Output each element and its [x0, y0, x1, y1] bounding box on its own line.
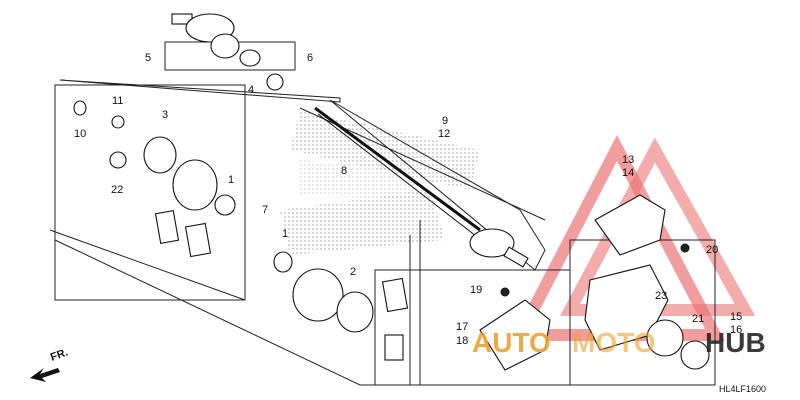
callout-12: 12 [438, 128, 450, 140]
boot-kit-right [273, 251, 409, 361]
callout-1b: 1 [282, 228, 288, 240]
callout-7: 7 [262, 204, 268, 216]
callout-19: 19 [470, 284, 482, 296]
hatch-background [280, 110, 480, 255]
callout-21: 21 [692, 313, 704, 325]
callout-9: 9 [442, 115, 448, 127]
watermark-text-moto: MOTO [572, 327, 655, 358]
callout-18: 18 [456, 335, 468, 347]
watermark-text: AUTO MOTO HUB [472, 327, 766, 358]
callout-13: 13 [622, 154, 634, 166]
callout-8: 8 [341, 165, 347, 177]
knuckle-assembly [479, 194, 710, 371]
drive-shaft [314, 106, 529, 268]
diagram-code: HL4LF1600 [719, 384, 766, 394]
cv-joint-upper [171, 13, 284, 91]
watermark-text-hub: HUB [705, 327, 766, 358]
group-boxes [49, 41, 716, 386]
callout-22: 22 [111, 184, 123, 196]
callout-23: 23 [655, 290, 667, 302]
callout-4: 4 [248, 84, 254, 96]
callout-5: 5 [145, 52, 151, 64]
callout-6: 6 [307, 52, 313, 64]
callout-17: 17 [456, 321, 468, 333]
boot-kit-left [73, 100, 236, 258]
callout-3: 3 [162, 109, 168, 121]
callout-14: 14 [622, 167, 634, 179]
callout-16: 16 [730, 324, 742, 336]
watermark-text-auto: AUTO [472, 327, 551, 358]
callout-2: 2 [350, 266, 356, 278]
callout-10: 10 [74, 128, 86, 140]
callout-1a: 1 [228, 174, 234, 186]
callout-11: 11 [112, 95, 123, 107]
direction-arrow-icon [30, 368, 60, 382]
callout-20: 20 [706, 244, 718, 256]
direction-label: FR. [49, 346, 70, 363]
callout-labels: 5 6 4 9 12 10 11 3 1 22 7 8 13 14 20 1 2… [74, 52, 742, 347]
callout-15: 15 [730, 311, 742, 323]
